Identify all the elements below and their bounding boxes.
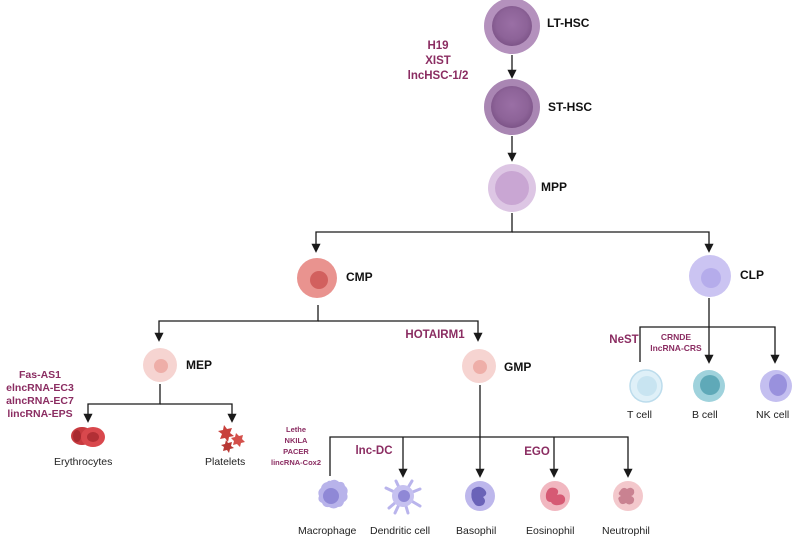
lt-hsc-nucleus xyxy=(492,6,532,46)
erythrocytes-icon xyxy=(71,427,105,447)
mep-nucleus xyxy=(154,359,168,373)
nk-cell-label: NK cell xyxy=(756,409,789,421)
lncrna-fas-as1: Fas-AS1 xyxy=(19,369,61,381)
edge-mpp-clp xyxy=(512,231,714,253)
edge-mep-platelets xyxy=(160,403,237,423)
lncrna-xist: XIST xyxy=(425,55,451,67)
platelets-icon xyxy=(218,425,245,453)
basophil-icon xyxy=(465,481,495,511)
st-hsc-label: ST-HSC xyxy=(548,100,592,114)
clp-nucleus xyxy=(701,268,721,288)
b-cell-icon xyxy=(693,370,725,402)
dendritic-cell-icon xyxy=(384,479,422,515)
lncrna-nest: NeST xyxy=(609,334,638,346)
edge-cmp-gmp xyxy=(318,320,483,342)
mep-node: MEP xyxy=(143,348,212,382)
lncrna-h19: H19 xyxy=(427,40,448,52)
lncrna-bcell: CRNDE lncRNA-CRS xyxy=(650,332,702,353)
edge-mpp-cmp xyxy=(311,213,513,253)
lncrna-hotairm1: HOTAIRM1 xyxy=(405,329,465,341)
cmp-label: CMP xyxy=(346,270,373,284)
nk-cell-icon xyxy=(760,370,792,402)
gmp-label: GMP xyxy=(504,360,531,374)
edge-clp-bar xyxy=(639,326,780,364)
eosinophil-label: Eosinophil xyxy=(526,525,574,537)
platelets-label: Platelets xyxy=(205,456,245,468)
lncrna-pacer: PACER xyxy=(283,447,309,456)
neutrophil-label: Neutrophil xyxy=(602,525,650,537)
mpp-node: MPP xyxy=(488,164,567,212)
erythrocytes-label: Erythrocytes xyxy=(54,456,112,468)
lncrna-lincrna-eps: lincRNA-EPS xyxy=(7,408,72,420)
mpp-label: MPP xyxy=(541,180,567,194)
lncrna-alncrna-ec7: alncRNA-EC7 xyxy=(6,395,74,407)
st-hsc-node: ST-HSC xyxy=(484,79,592,135)
t-cell-icon xyxy=(629,369,663,403)
lncrna-lnc-dc: lnc-DC xyxy=(355,445,392,457)
b-cell-label: B cell xyxy=(692,409,718,421)
edge-cmp-mep xyxy=(154,305,319,342)
lncrna-lncrna-crs: lncRNA-CRS xyxy=(650,343,702,353)
clp-label: CLP xyxy=(740,268,764,282)
lncrna-hsc: H19 XIST lncHSC-1/2 xyxy=(408,40,469,82)
lncrna-macrophage: Lethe NKILA PACER lincRNA-Cox2 xyxy=(271,425,321,467)
edge-gmp-bar xyxy=(329,436,633,478)
lncrna-nkila: NKILA xyxy=(285,436,308,445)
cmp-nucleus xyxy=(310,271,328,289)
mep-label: MEP xyxy=(186,358,212,372)
gmp-node: GMP xyxy=(462,349,531,383)
lncrna-ego: EGO xyxy=(524,446,550,458)
lt-hsc-node: LT-HSC xyxy=(484,0,590,54)
t-cell-label: T cell xyxy=(627,409,652,421)
edges xyxy=(83,55,780,478)
lncrna-lethe: Lethe xyxy=(286,425,306,434)
mpp-nucleus xyxy=(495,171,529,205)
lt-hsc-label: LT-HSC xyxy=(547,16,590,30)
lncrna-lincrna-cox2: lincRNA-Cox2 xyxy=(271,458,321,467)
lncrna-elncrna-ec3: elncRNA-EC3 xyxy=(6,382,74,394)
cmp-node: CMP xyxy=(297,258,373,298)
neutrophil-icon xyxy=(613,481,643,511)
basophil-label: Basophil xyxy=(456,525,496,537)
clp-node: CLP xyxy=(689,255,764,297)
lncrna-crnde: CRNDE xyxy=(661,332,692,342)
gmp-nucleus xyxy=(473,360,487,374)
lncrna-mep: Fas-AS1 elncRNA-EC3 alncRNA-EC7 lincRNA-… xyxy=(6,369,74,420)
eosinophil-icon xyxy=(540,481,570,511)
dendritic-cell-label: Dendritic cell xyxy=(370,525,430,537)
st-hsc-nucleus xyxy=(491,86,533,128)
lncrna-lnchsc: lncHSC-1/2 xyxy=(408,70,469,82)
macrophage-label: Macrophage xyxy=(298,525,357,537)
edge-mep-erythrocytes xyxy=(83,384,161,423)
macrophage-icon xyxy=(318,479,348,509)
